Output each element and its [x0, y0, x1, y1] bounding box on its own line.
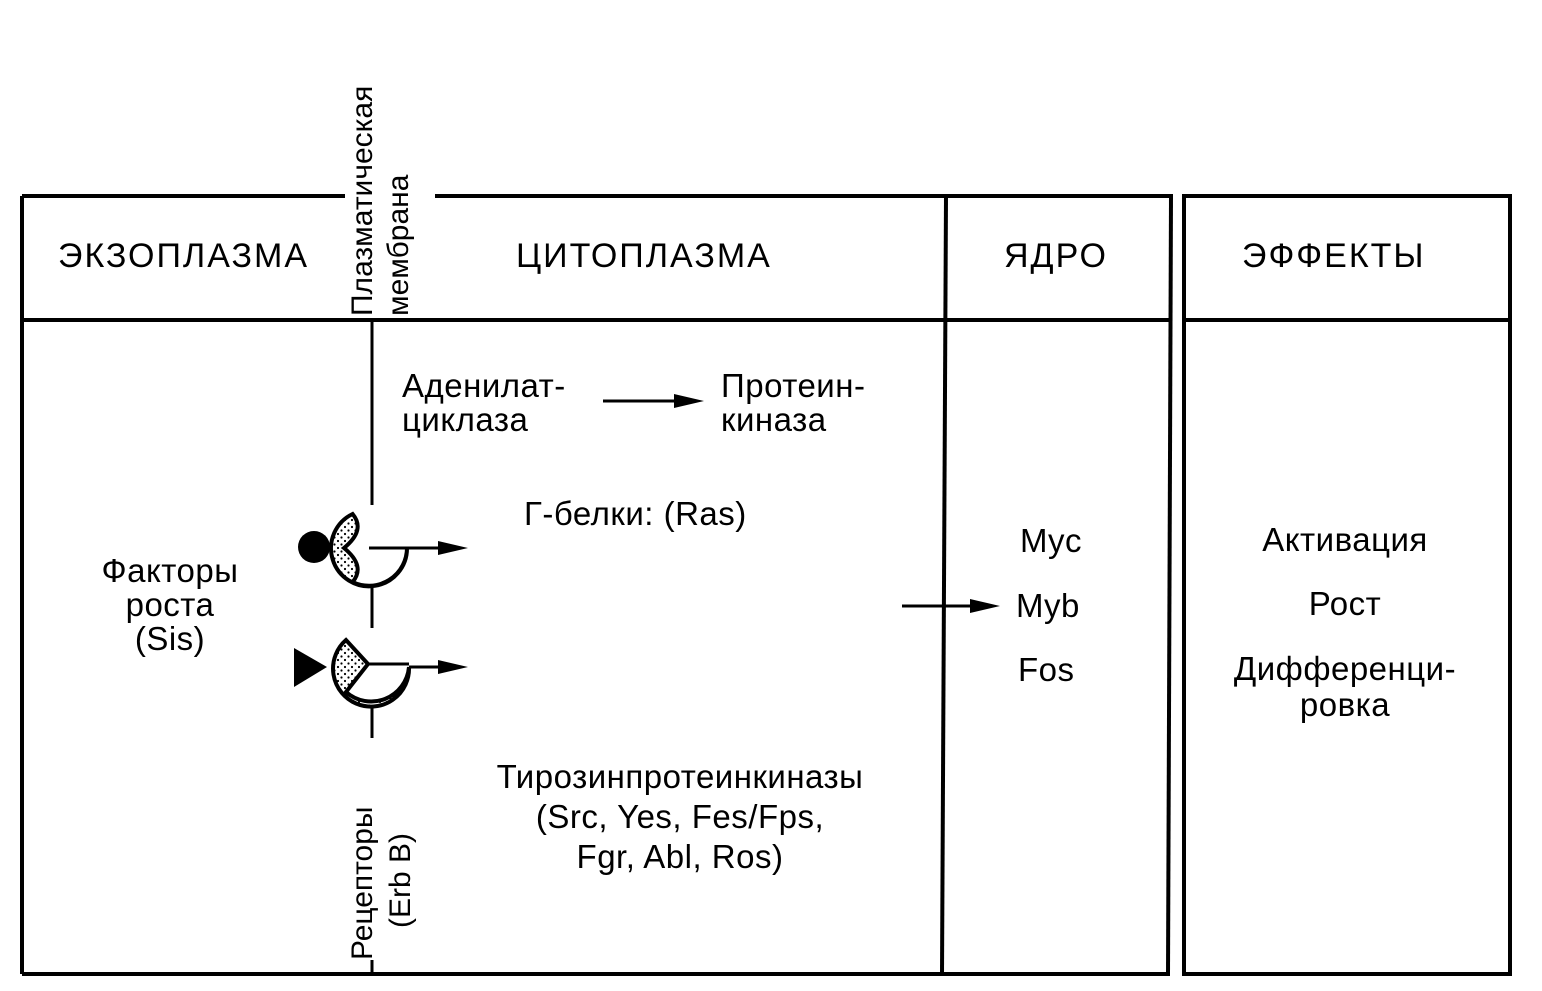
- tyrosine-line2: (Src, Yes, Fes/Fps,: [535, 798, 825, 835]
- tyrosine-line1: Тирозинпротеинкиназы: [496, 758, 864, 795]
- membrane-label-line1: Плазматическая: [346, 85, 379, 316]
- protein-kinase-label: Протеин- киназа: [721, 369, 865, 437]
- effect-differentiation: Дифференци- ровка: [1190, 651, 1500, 723]
- growth-factors-line3: (Sis): [134, 620, 206, 657]
- adenylate-line2: циклаза: [402, 401, 529, 438]
- effect-diff-line2: ровка: [1299, 686, 1391, 723]
- growth-factors-label: Факторы роста (Sis): [80, 554, 260, 656]
- adenylate-line1: Аденилат-: [402, 367, 566, 404]
- receptor-triangle-ligand: [331, 637, 468, 709]
- receptors-label-line1: Рецепторы: [346, 806, 379, 961]
- effects-table-border: [1182, 194, 1512, 976]
- main-table-border: [20, 194, 1173, 976]
- nucleus-arrow: [902, 599, 1000, 613]
- receptors-label-line2: (Erb B): [384, 832, 417, 928]
- effect-activation: Активация: [1262, 521, 1428, 558]
- effect-diff-line1: Дифференци-: [1233, 650, 1457, 687]
- header-effects: ЭФФЕКТЫ: [1242, 237, 1426, 275]
- tyrosine-line3: Fgr, Abl, Ros): [576, 838, 784, 875]
- nucleus-item-myb: Myb: [1016, 587, 1080, 624]
- tyrosine-kinases-label: Тирозинпротеинкиназы (Src, Yes, Fes/Fps,…: [440, 757, 920, 877]
- adenylate-cyclase-label: Аденилат- циклаза: [402, 369, 566, 437]
- protein-kinase-line1: Протеин-: [721, 367, 866, 404]
- growth-factor-circle-icon: [298, 531, 330, 563]
- adenylate-arrow: [603, 394, 704, 408]
- membrane-label-line2: мембрана: [382, 174, 415, 316]
- header-exoplasm: ЭКЗОПЛАЗМА: [58, 237, 310, 275]
- growth-factor-triangle-icon: [294, 648, 327, 687]
- growth-factors-line1: Факторы: [101, 552, 239, 589]
- g-proteins-label: Г-белки: (Ras): [524, 495, 747, 532]
- growth-factors-line2: роста: [125, 586, 215, 623]
- protein-kinase-line2: киназа: [721, 401, 827, 438]
- receptor-circle-ligand: [329, 511, 468, 589]
- nucleus-item-fos: Fos: [1018, 651, 1075, 688]
- header-cytoplasm: ЦИТОПЛАЗМА: [516, 237, 772, 275]
- header-nucleus: ЯДРО: [1004, 237, 1108, 275]
- nucleus-item-myc: Myc: [1020, 522, 1082, 559]
- effect-growth: Рост: [1308, 585, 1382, 622]
